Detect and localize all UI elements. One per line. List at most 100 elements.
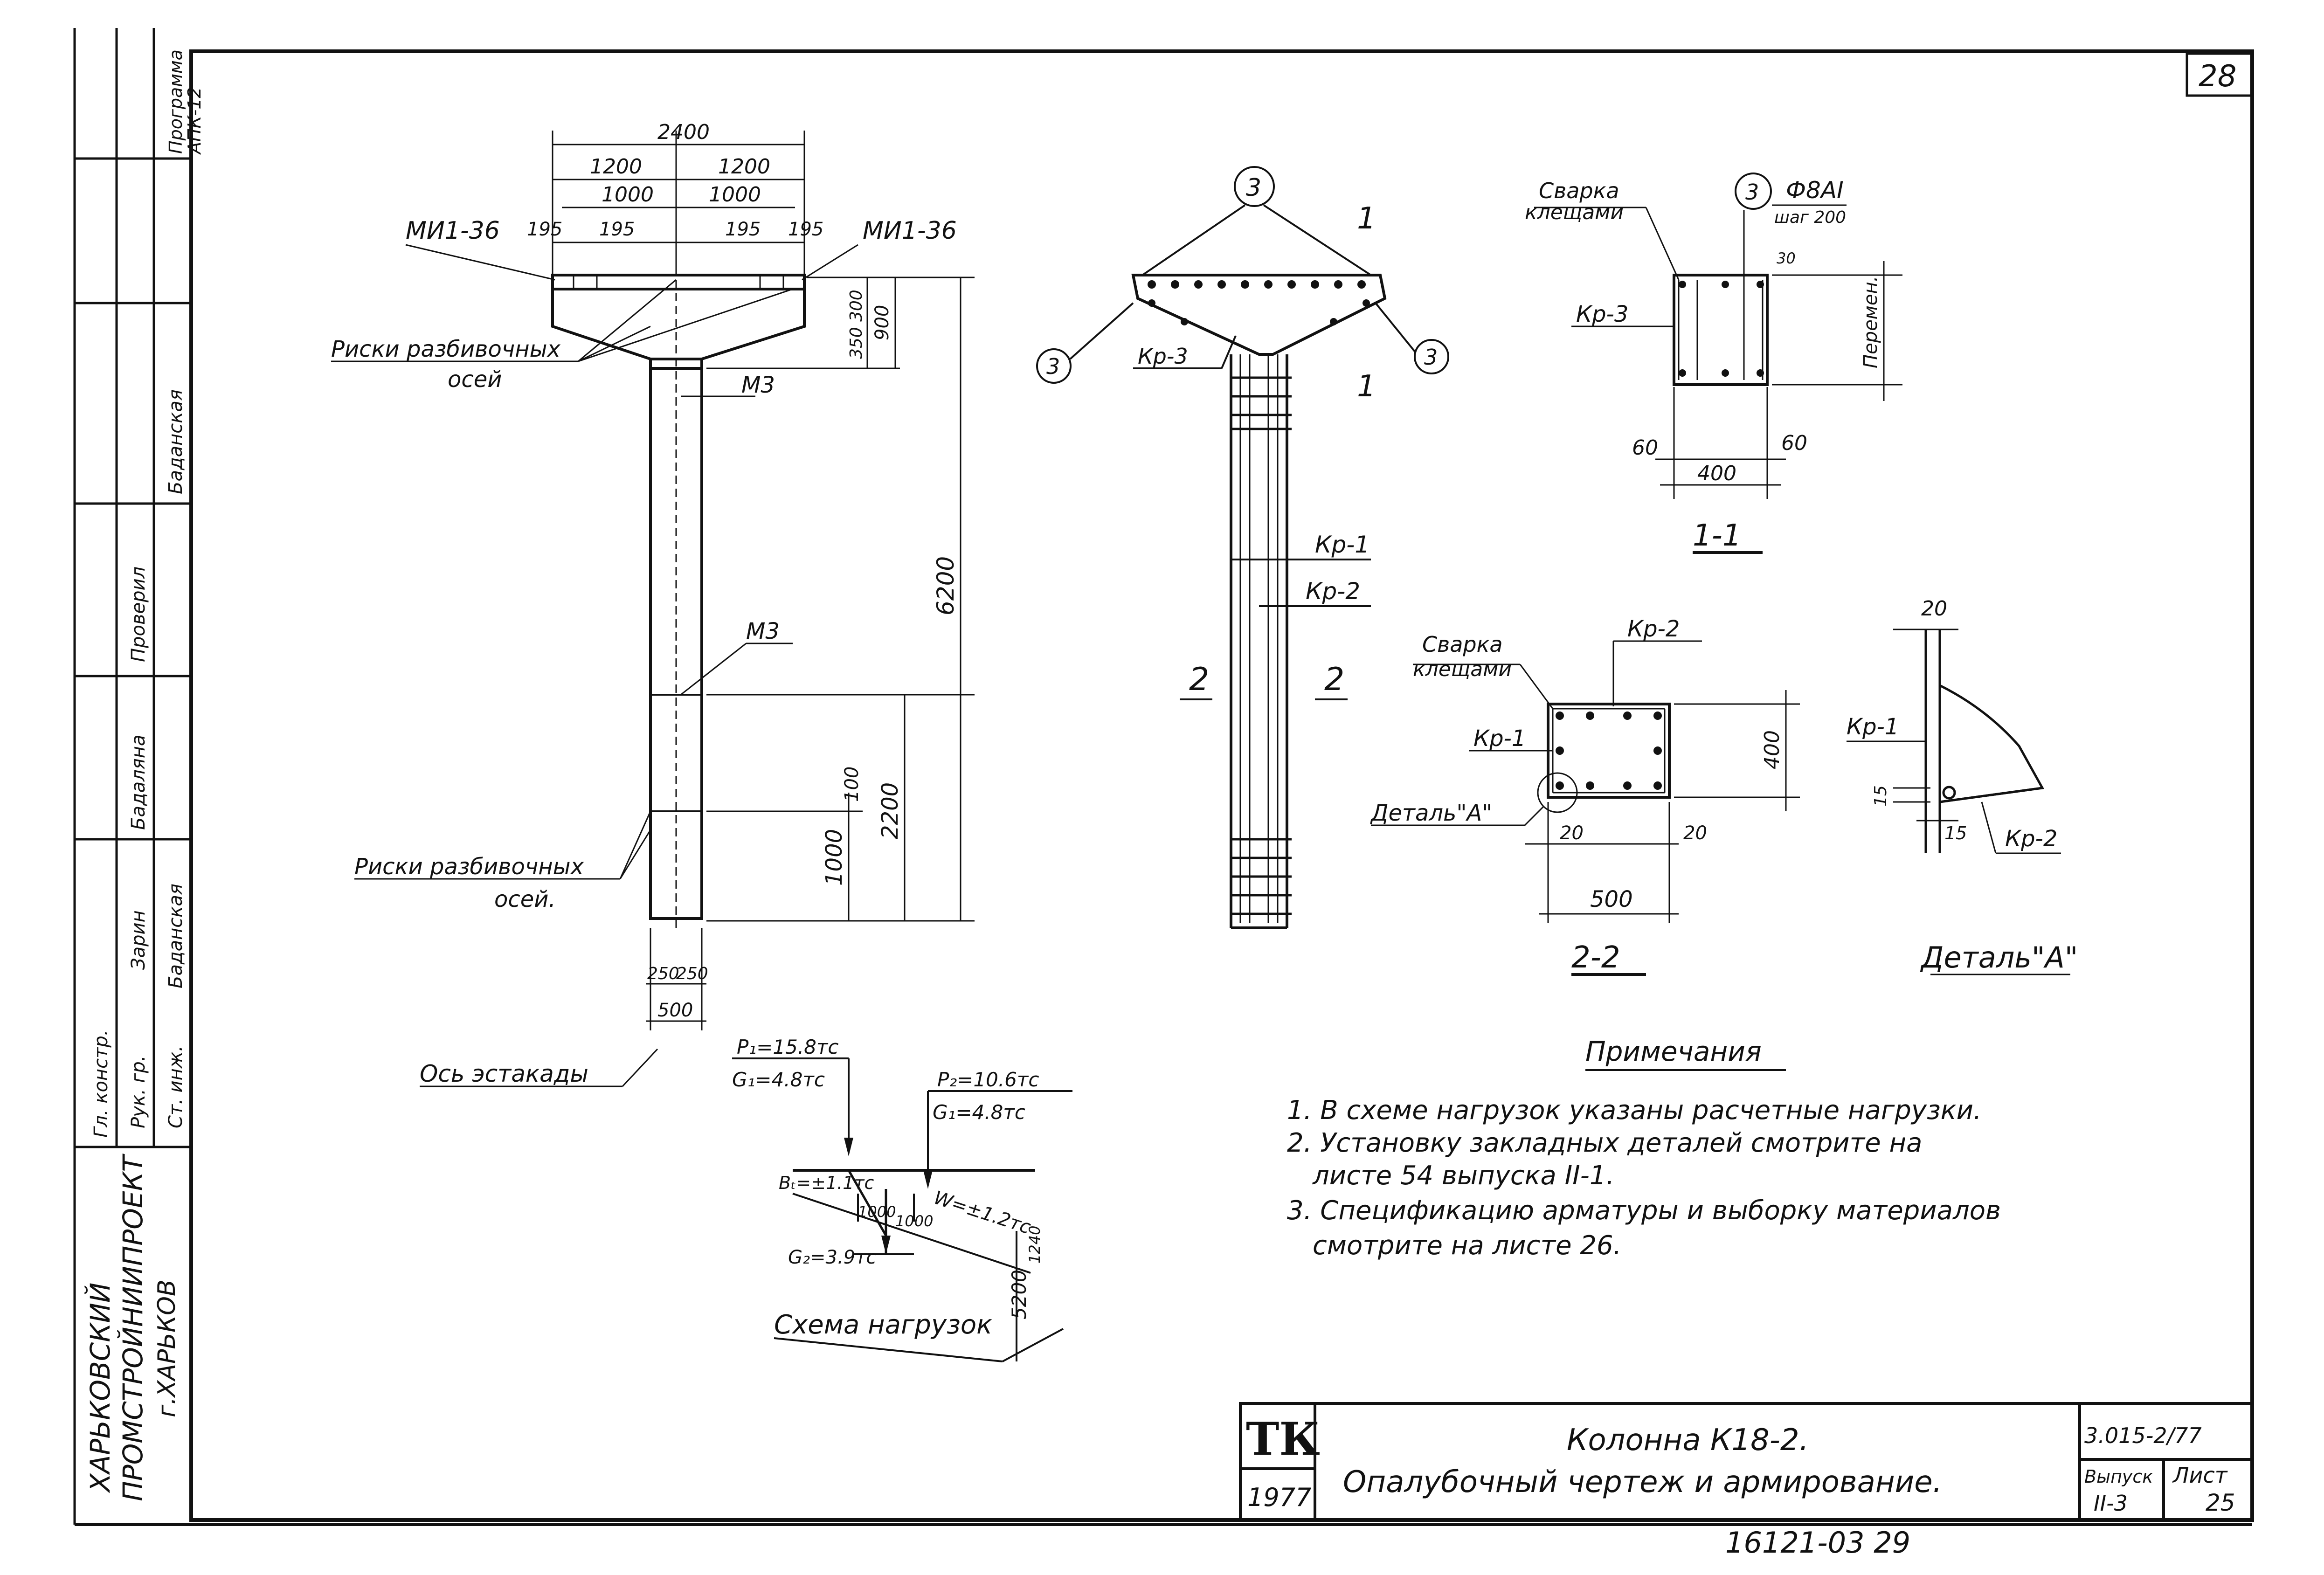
org-name-1: ХАРЬКОВСКИЙ: [84, 1283, 116, 1493]
dim-900: 900: [872, 305, 893, 340]
note-line-1: 2. Установку закладных деталей смотрите …: [1287, 1128, 1922, 1158]
s11-dim-60b: 60: [1781, 431, 1807, 455]
dim-250-a: 250: [647, 964, 679, 983]
title-series: 3.015-2/77: [2084, 1423, 2202, 1448]
s22-detail: Деталь"А": [1370, 800, 1492, 826]
stamp-name-3: Баданская: [165, 389, 187, 494]
section-mark-1-top: 1: [1357, 201, 1376, 236]
stamp-name-0: Зарин: [128, 910, 149, 970]
s11-title: 1-1: [1693, 518, 1742, 553]
stamp-name-4: АПК-12: [184, 87, 205, 155]
elevation-dim-text: 2400 1200 1200 1000 1000 195 195 195 195…: [527, 120, 959, 1021]
label-axis-marks-bottom: Риски разбивочных: [354, 854, 584, 880]
load-p2: P₂=10.6тс: [937, 1068, 1039, 1091]
s11-dim-60a: 60: [1632, 436, 1658, 460]
elevation-dimensions: [552, 131, 975, 1030]
load-bt: Bₜ=±1.1тс: [779, 1173, 874, 1193]
section-1-1-dims: [1534, 173, 1902, 554]
label-axis-marks-top-2: осей: [448, 366, 502, 393]
detail-title: Деталь"А": [1920, 940, 2078, 974]
stamp-role-1: Ст. инж.: [165, 1045, 187, 1128]
label-axis-marks-bottom-2: осей.: [494, 886, 556, 912]
s22-dim-20b: 20: [1683, 822, 1707, 844]
stamp-role-4: Программа: [166, 49, 186, 154]
s11-kr3: Кр-3: [1576, 301, 1628, 327]
load-g1-b: G₁=4.8тс: [933, 1101, 1025, 1124]
load-title: Схема нагрузок: [774, 1310, 992, 1340]
load-d1000-a: 1000: [858, 1203, 896, 1221]
s22-kr1: Кр-1: [1473, 725, 1526, 752]
section-2-2: [1547, 703, 1671, 799]
dim-300: 300: [847, 290, 866, 322]
title-sheet-value: 25: [2206, 1489, 2235, 1516]
reinforcement-dots: [1148, 280, 1370, 325]
s11-step: шаг 200: [1774, 208, 1846, 227]
label-kr3-reinf: Кр-3: [1138, 344, 1188, 369]
title-logo: ТК: [1246, 1413, 1320, 1465]
side-stamp-org: ХАРЬКОВСКИЙ ПРОМСТРОЙНИИПРОЕКТ г.ХАРЬКОВ: [84, 1153, 181, 1501]
load-scheme: [732, 1057, 1072, 1362]
title-year: 1977: [1247, 1483, 1311, 1512]
dim-500: 500: [657, 1000, 693, 1021]
notes-title: Примечания: [1585, 1036, 1762, 1067]
dim-6200: 6200: [932, 556, 959, 615]
elevation-leaders: [331, 244, 858, 1087]
label-mi-left: МИ1-36: [406, 217, 500, 245]
dim-195-r1: 195: [725, 219, 761, 240]
section-mark-2-left: 2: [1189, 661, 1209, 698]
detail-a: [1847, 629, 2070, 975]
detail-dim-15b: 15: [1944, 823, 1967, 843]
note-line-2: листе 54 выпуска II-1.: [1312, 1161, 1614, 1191]
load-g1-a: G₁=4.8тс: [732, 1068, 825, 1091]
dim-1000-left: 1000: [602, 183, 654, 207]
label-mi-right: МИ1-36: [863, 217, 957, 245]
s11-bar: Ф8АI: [1786, 177, 1844, 204]
dim-1200-left: 1200: [590, 155, 642, 179]
s22-dim-20a: 20: [1560, 822, 1584, 844]
s11-weld: Сварка: [1539, 178, 1619, 203]
dim-1000: 1000: [821, 829, 847, 886]
detail-dim-15a: 15: [1871, 785, 1890, 807]
bottom-code: 16121-03 29: [1725, 1526, 1910, 1560]
callout-3-top: 3: [1246, 174, 1261, 202]
section-1-1: [1673, 274, 1769, 386]
section-2-2-dots: [1556, 712, 1662, 790]
dim-2400: 2400: [657, 120, 710, 144]
reinforcement-callouts: [1036, 166, 1449, 700]
dim-195-l2: 195: [599, 219, 635, 240]
stamp-name-2: Бадаляна: [128, 735, 149, 830]
label-kr1-reinf: Кр-1: [1315, 531, 1370, 558]
detail-kr2: Кр-2: [2005, 826, 2057, 852]
s22-title: 2-2: [1571, 940, 1620, 975]
section-mark-2-right: 2: [1324, 661, 1344, 698]
dim-2200: 2200: [877, 782, 903, 839]
s11-variable: Перемен.: [1860, 276, 1881, 368]
dim-195-r2: 195: [788, 219, 823, 240]
label-trestle-axis: Ось эстакады: [420, 1060, 588, 1087]
note-line-0: 1. В схеме нагрузок указаны расчетные на…: [1287, 1095, 1982, 1126]
stamp-name-1: Баданская: [165, 884, 187, 988]
dim-250-b: 250: [676, 964, 708, 983]
dim-195-l1: 195: [527, 219, 562, 240]
section-1-1-dots: [1679, 281, 1764, 377]
s11-dim-30: 30: [1777, 249, 1796, 267]
org-name-2: ПРОМСТРОЙНИИПРОЕКТ: [117, 1153, 149, 1501]
s22-dim-500: 500: [1590, 886, 1633, 912]
callout-3-left: 3: [1046, 354, 1060, 379]
detail-dim-20: 20: [1921, 597, 1947, 621]
title-line-1: Колонна К18-2.: [1567, 1423, 1809, 1458]
load-g2: G₂=3.9тс: [788, 1247, 876, 1268]
section-2-2-dims: [1371, 640, 1800, 976]
stamp-role-2: Гл. констр.: [90, 1030, 112, 1138]
load-arrows: [844, 1138, 933, 1254]
note-line-4: смотрите на листе 26.: [1313, 1230, 1621, 1261]
title-line-2: Опалубочный чертеж и армирование.: [1343, 1465, 1942, 1499]
callout-3-right: 3: [1424, 345, 1438, 370]
load-w: W=±1.2тс: [931, 1187, 1033, 1238]
load-d1240: 1240: [1026, 1226, 1044, 1264]
title-issue-label: Выпуск: [2084, 1466, 2153, 1487]
page-number: 28: [2199, 59, 2236, 94]
reinforcement-view: [1131, 274, 1387, 929]
label-kr2-reinf: Кр-2: [1306, 578, 1360, 605]
dim-1000-right: 1000: [709, 183, 761, 207]
